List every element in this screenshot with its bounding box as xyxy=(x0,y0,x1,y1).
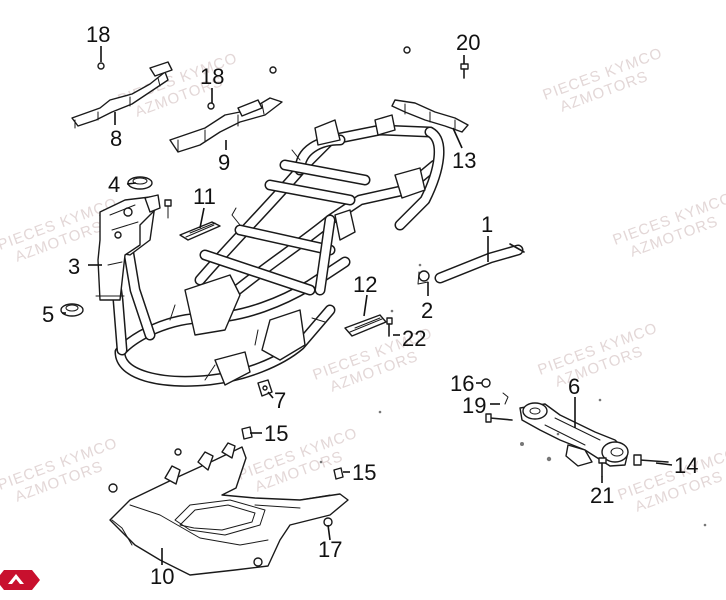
callout-4[interactable]: 4 xyxy=(108,172,120,197)
part-4-grommet[interactable] xyxy=(127,176,153,190)
callout-19[interactable]: 19 xyxy=(462,393,486,418)
callout-18[interactable]: 18 xyxy=(200,64,224,89)
part-19-bolt[interactable] xyxy=(485,392,513,423)
part-20-bolt[interactable] xyxy=(460,63,469,79)
callout-labels: 18 20 18 8 9 13 4 11 1 3 2 12 5 22 7 16 … xyxy=(42,22,698,589)
callout-22[interactable]: 22 xyxy=(402,326,426,351)
part-9-bracket[interactable] xyxy=(169,97,283,153)
callout-16[interactable]: 16 xyxy=(450,371,474,396)
leader-lines xyxy=(62,46,673,565)
part-1-hose[interactable] xyxy=(434,243,525,284)
decorative-dots xyxy=(319,263,707,527)
part-18-bolt[interactable] xyxy=(97,62,105,70)
callout-9[interactable]: 9 xyxy=(218,150,230,175)
callout-1[interactable]: 1 xyxy=(481,212,493,237)
callout-13[interactable]: 13 xyxy=(452,148,476,173)
callout-11[interactable]: 11 xyxy=(193,184,216,209)
small-nut xyxy=(269,46,411,74)
callout-7[interactable]: 7 xyxy=(274,388,286,413)
azmotors-logo-icon xyxy=(0,570,40,590)
callout-12[interactable]: 12 xyxy=(353,272,377,297)
callout-5[interactable]: 5 xyxy=(42,302,54,327)
part-16-nut[interactable] xyxy=(481,378,491,388)
part-8-bracket[interactable] xyxy=(71,61,173,129)
part-11-pad[interactable] xyxy=(164,199,221,241)
part-21-bolt[interactable] xyxy=(598,457,607,477)
callout-8[interactable]: 8 xyxy=(110,126,122,151)
callout-15[interactable]: 15 xyxy=(352,460,376,485)
callout-20[interactable]: 20 xyxy=(456,30,480,55)
part-3-headstay[interactable] xyxy=(95,194,161,301)
callout-18[interactable]: 18 xyxy=(86,22,110,47)
part-18-bolt[interactable] xyxy=(207,102,215,110)
panel-screws xyxy=(108,426,344,567)
part-10-floor-panel[interactable] xyxy=(109,442,349,576)
part-22-bolt[interactable] xyxy=(386,317,393,337)
part-12-pad[interactable] xyxy=(344,314,387,337)
callout-17[interactable]: 17 xyxy=(318,537,342,562)
callout-14[interactable]: 14 xyxy=(674,453,698,478)
part-13-bracket[interactable] xyxy=(391,99,469,133)
callout-6[interactable]: 6 xyxy=(568,374,580,399)
callout-10[interactable]: 10 xyxy=(150,564,174,589)
part-2-clip[interactable] xyxy=(417,270,430,285)
callout-3[interactable]: 3 xyxy=(68,254,80,279)
part-6-engine-mount[interactable] xyxy=(519,402,629,467)
callout-2[interactable]: 2 xyxy=(421,298,433,323)
callout-15[interactable]: 15 xyxy=(264,421,288,446)
part-5-grommet[interactable] xyxy=(60,303,84,317)
part-14-bolt[interactable] xyxy=(633,454,669,466)
callout-21[interactable]: 21 xyxy=(590,483,614,508)
